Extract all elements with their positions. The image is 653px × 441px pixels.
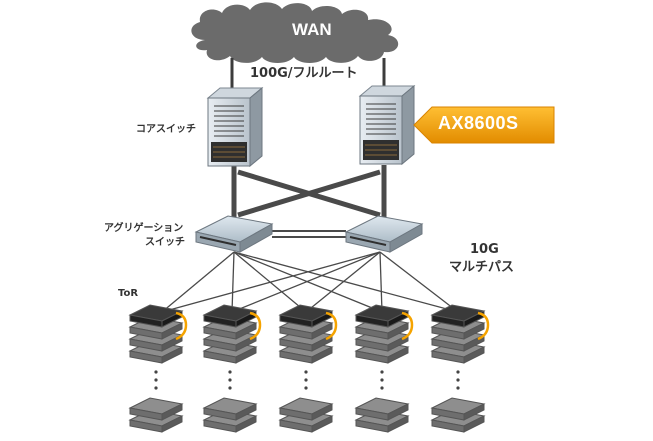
server-group — [128, 397, 184, 433]
server-group — [278, 397, 334, 433]
aggregation-switch-left — [194, 215, 274, 253]
tor-stack — [430, 304, 490, 364]
core-switch-label: コアスイッチ — [136, 124, 196, 135]
continuation-dots — [380, 370, 384, 390]
model-badge — [413, 106, 555, 144]
server-group — [202, 397, 258, 433]
aggregation-label-line2: スイッチ — [145, 237, 185, 248]
server-group — [354, 397, 410, 433]
aggregation-interlink — [272, 230, 346, 238]
tor-accent-cable — [401, 311, 414, 341]
tor-accent-cable — [175, 311, 188, 341]
core-switch-right — [358, 84, 416, 166]
continuation-dots — [304, 370, 308, 390]
tor-layer — [128, 304, 490, 433]
core-link-label: 100G/フルルート — [250, 66, 358, 81]
continuation-dots — [154, 370, 158, 390]
core-aggregation-links — [231, 165, 387, 222]
continuation-dots — [456, 370, 460, 390]
server-group — [430, 397, 486, 433]
tor-accent-cable — [249, 311, 262, 341]
wan-cloud — [191, 2, 399, 64]
model-badge-text: AX8600S — [438, 113, 519, 133]
tor-stack — [128, 304, 188, 364]
multipath-speed-label: 10G — [470, 242, 499, 257]
tor-stack — [278, 304, 338, 364]
aggregation-label-line1: アグリゲーション — [104, 223, 184, 234]
multipath-label: マルチパス — [449, 260, 515, 275]
tor-stack — [202, 304, 262, 364]
aggregation-switch-right — [344, 215, 424, 253]
tor-label: ToR — [118, 288, 139, 299]
multipath-links — [161, 251, 459, 313]
tor-stack — [354, 304, 414, 364]
wan-label: WAN — [292, 20, 332, 39]
continuation-dots — [228, 370, 232, 390]
wan-core-links — [230, 58, 386, 92]
tor-accent-cable — [325, 311, 338, 341]
tor-accent-cable — [477, 311, 490, 341]
core-switch-left — [206, 86, 264, 168]
